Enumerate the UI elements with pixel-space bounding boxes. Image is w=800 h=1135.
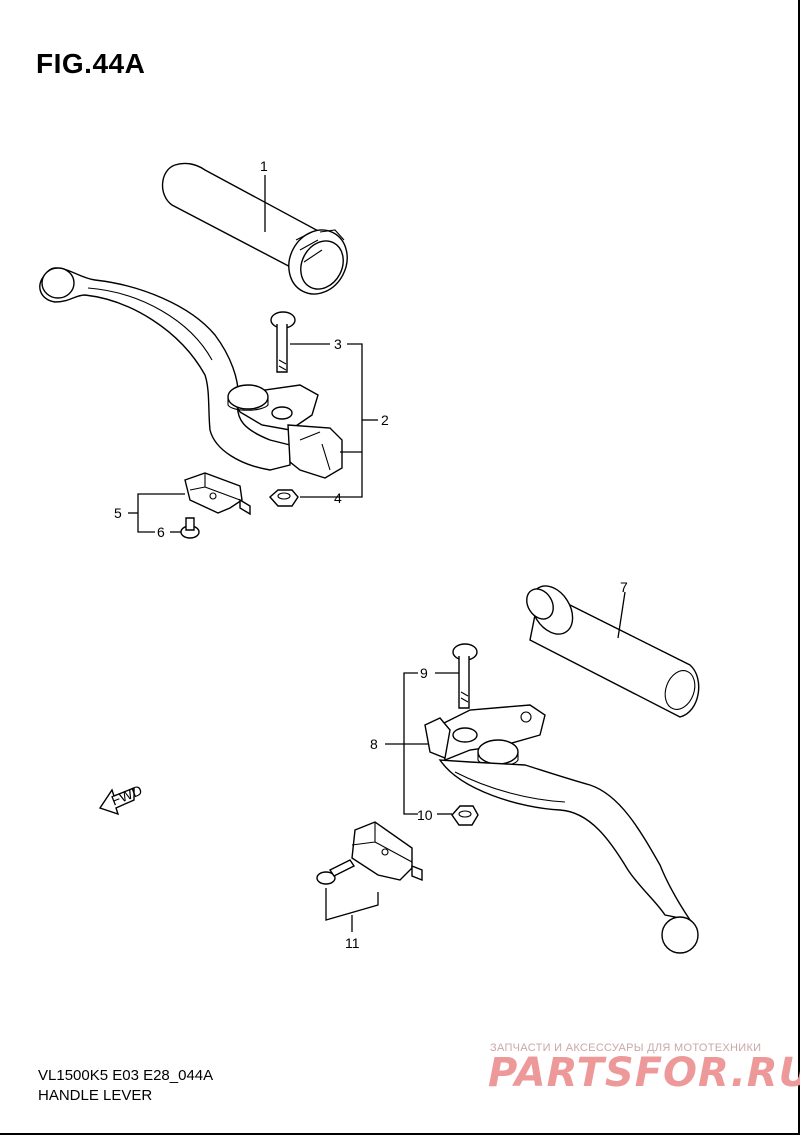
callout-8: 8: [370, 736, 378, 752]
pivot-bolt-upper: [270, 311, 296, 373]
callout-5: 5: [114, 505, 122, 521]
throttle-grip: [161, 162, 348, 295]
fwd-direction-arrow: FWD: [98, 782, 145, 816]
callout-10: 10: [417, 807, 433, 823]
brake-lever: [424, 704, 699, 954]
watermark-caption: ЗАПЧАСТИ И АКСЕССУАРЫ ДЛЯ МОТОТЕХНИКИ: [490, 1042, 762, 1054]
pivot-bolt-lower: [452, 643, 478, 709]
clutch-lever: [39, 267, 343, 479]
clutch-switch: [184, 472, 251, 516]
callout-1: 1: [260, 158, 268, 174]
switch-screw-upper: [180, 517, 200, 539]
callout-numbers: 1 2 3 4 5 6 7 8 9 10 11: [114, 158, 628, 951]
leader-lines: [128, 175, 626, 932]
callout-11: 11: [345, 935, 360, 951]
fwd-label: FWD: [109, 782, 145, 809]
callout-3: 3: [334, 336, 342, 352]
callout-2: 2: [381, 412, 389, 428]
lever-nut-lower: [451, 805, 479, 826]
section-name: HANDLE LEVER: [38, 1087, 153, 1104]
callout-4: 4: [334, 490, 342, 506]
brake-switch: [316, 821, 423, 885]
callout-6: 6: [157, 524, 165, 540]
callout-7: 7: [620, 579, 628, 595]
figure-title: FIG.44A: [36, 48, 146, 79]
handlebar-grip: [526, 585, 700, 718]
model-code: VL1500K5 E03 E28_044A: [38, 1067, 214, 1084]
lever-nut-upper: [269, 489, 299, 507]
callout-9: 9: [420, 665, 428, 681]
watermark-logo: PARTSFOR.RU: [488, 1050, 800, 1096]
